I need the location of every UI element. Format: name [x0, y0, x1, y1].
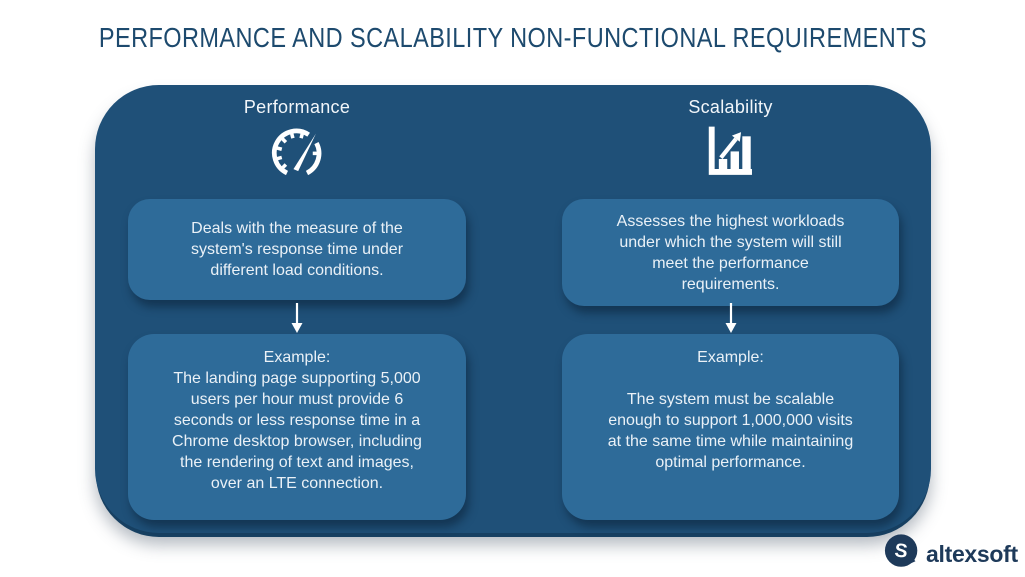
brand-name: altexsoft — [926, 541, 1018, 567]
page-title: PERFORMANCE AND SCALABILITY NON-FUNCTION… — [98, 22, 927, 53]
growth-bar-chart-icon — [706, 125, 755, 177]
performance-example-card: Example: The landing page supporting 5,0… — [128, 334, 466, 520]
svg-text:S: S — [893, 539, 908, 562]
speedometer-gauge-icon — [266, 125, 328, 177]
scalability-description-card: Assesses the highest workloads under whi… — [562, 199, 899, 306]
brand-logo: S altexsoft — [884, 533, 1018, 576]
scalability-column: Scalability Assesses the highest workloa… — [562, 85, 899, 533]
performance-header: Performance — [243, 97, 351, 117]
example-body: The landing page supporting 5,000 users … — [172, 370, 422, 492]
performance-column: Performance Deals with the measure of th… — [128, 85, 466, 533]
scalability-example-card: Example: The system must be scalable eno… — [562, 334, 899, 520]
scalability-header: Scalability — [688, 97, 773, 117]
down-arrow-icon — [289, 303, 305, 338]
example-label: Example: — [697, 349, 764, 366]
main-panel: Performance Deals with the measure of th… — [95, 85, 931, 533]
performance-description-card: Deals with the measure of the system's r… — [128, 199, 466, 300]
altexsoft-logo-icon: S — [884, 533, 921, 576]
down-arrow-icon — [723, 303, 739, 338]
example-label: Example: — [263, 349, 331, 366]
example-body: The system must be scalable enough to su… — [607, 391, 854, 471]
page-title-wrap: PERFORMANCE AND SCALABILITY NON-FUNCTION… — [0, 22, 1025, 54]
